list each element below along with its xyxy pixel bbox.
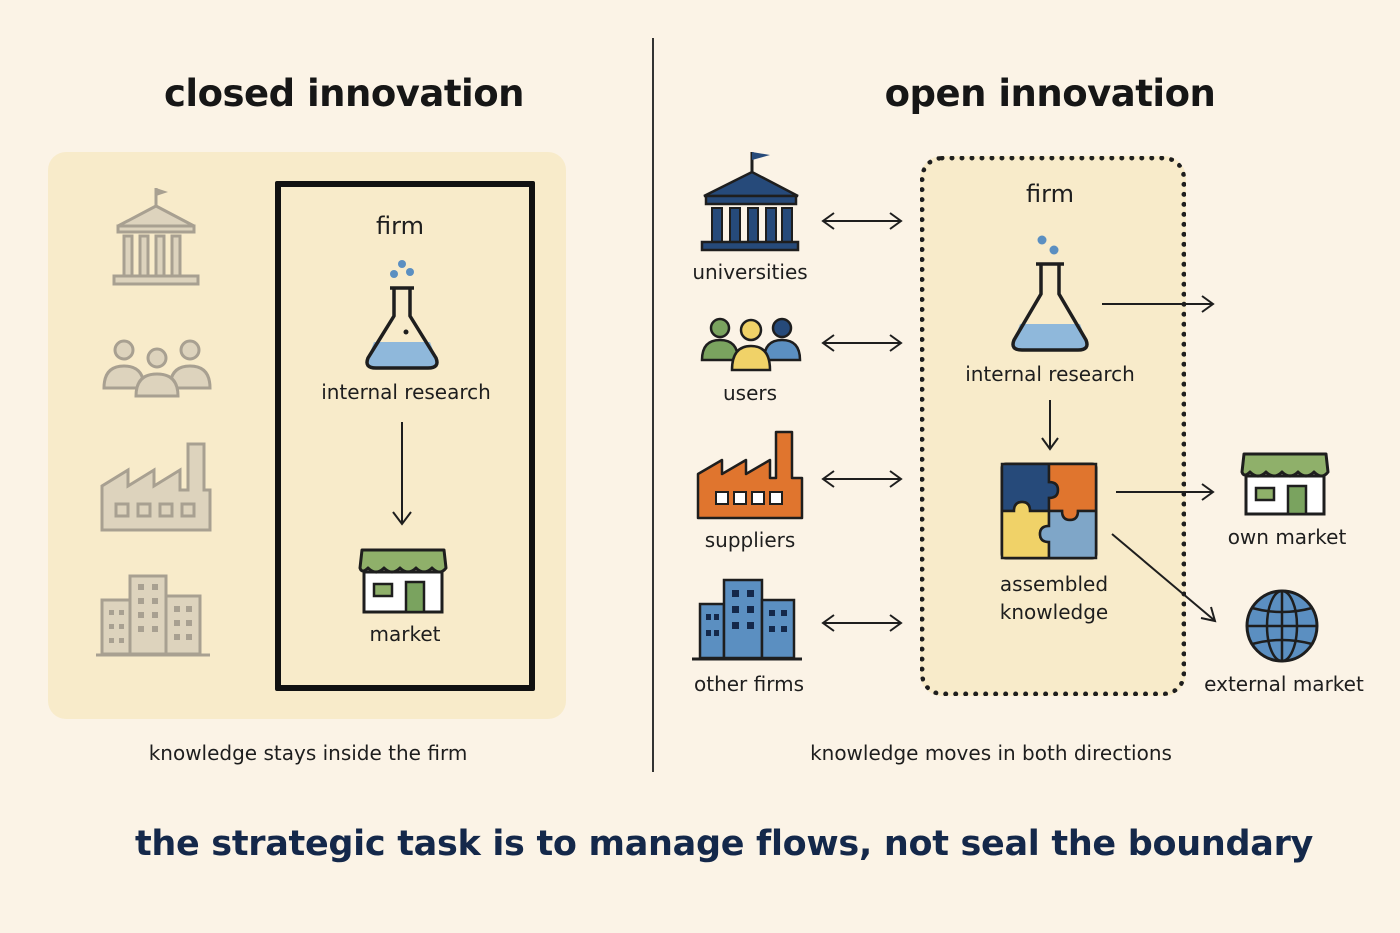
- bidirectional-arrow: [821, 614, 903, 632]
- partner-label: users: [722, 381, 778, 405]
- closed-firm-boundary: [275, 181, 535, 691]
- flask-icon: [365, 260, 439, 370]
- factory-icon: [100, 442, 212, 532]
- assembled-label: assembled: [999, 572, 1109, 596]
- open-firm-label: firm: [1026, 180, 1074, 208]
- closed-title: closed innovation: [163, 72, 525, 115]
- to-external-market-arrow: [1111, 533, 1217, 623]
- closed-market-label: market: [369, 622, 441, 646]
- research-to-market-arrow: [392, 422, 412, 526]
- external-market-label: external market: [1204, 672, 1364, 696]
- open-caption: knowledge moves in both directions: [810, 741, 1172, 765]
- university-icon: [700, 152, 800, 252]
- closed-caption: knowledge stays inside the firm: [148, 741, 468, 765]
- bidirectional-arrow: [821, 212, 903, 230]
- bidirectional-arrow: [821, 470, 903, 488]
- closed-firm-label: firm: [376, 212, 424, 240]
- university-icon: [112, 188, 200, 286]
- office-buildings-icon: [96, 574, 210, 657]
- partner-label: other firms: [693, 672, 804, 696]
- flask-icon: [1011, 235, 1089, 352]
- bidirectional-arrow: [821, 334, 903, 352]
- to-own-market-arrow: [1116, 483, 1215, 501]
- knowledge-label: knowledge: [999, 600, 1109, 624]
- partner-label: suppliers: [704, 528, 796, 552]
- own-market-label: own market: [1227, 525, 1347, 549]
- section-divider: [652, 38, 654, 772]
- office-buildings-icon: [692, 578, 802, 661]
- market-store-icon: [358, 548, 448, 614]
- outbound-arrow: [1102, 295, 1215, 313]
- store-icon: [1240, 452, 1330, 516]
- users-icon: [700, 317, 802, 372]
- open-research-label: internal research: [965, 362, 1135, 386]
- puzzle-icon: [1000, 462, 1098, 560]
- research-to-knowledge-arrow: [1041, 400, 1059, 451]
- open-title: open innovation: [884, 72, 1216, 115]
- factory-icon: [696, 430, 804, 520]
- tagline: the strategic task is to manage flows, n…: [134, 824, 1314, 864]
- globe-icon: [1245, 589, 1319, 663]
- partner-label: universities: [692, 260, 808, 284]
- users-icon: [102, 339, 212, 398]
- closed-research-label: internal research: [321, 380, 491, 404]
